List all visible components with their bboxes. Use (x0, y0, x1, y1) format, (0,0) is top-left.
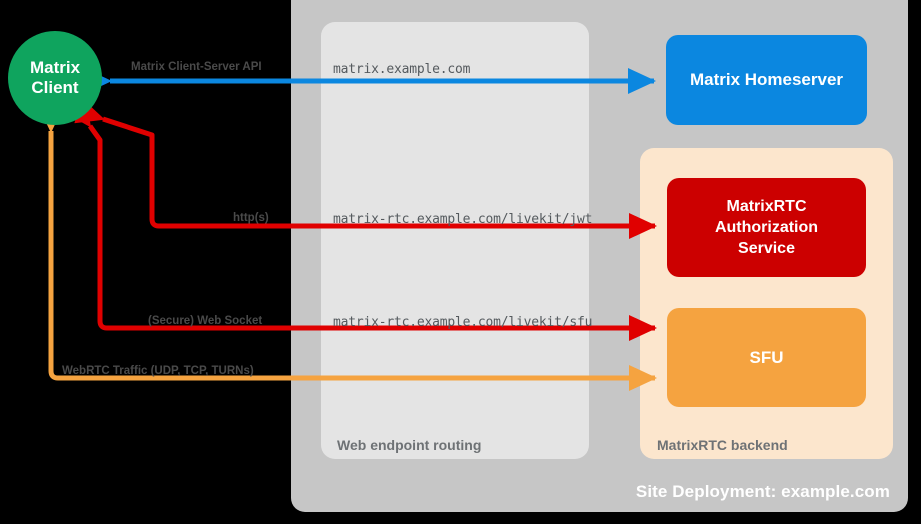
node-matrix-client[interactable]: Matrix Client (8, 31, 102, 125)
node-matrix-homeserver[interactable]: Matrix Homeserver (666, 35, 867, 125)
site-deployment-label: Site Deployment: example.com (635, 482, 890, 501)
matrix-client-line2: Client (31, 78, 79, 97)
edge-label-webrtc-traffic: WebRTC Traffic (UDP, TCP, TURNs) (62, 365, 254, 377)
auth-service-line3: Service (738, 240, 795, 258)
url-matrix-example-com: matrix.example.com (333, 62, 471, 77)
url-livekit-jwt: matrix-rtc.example.com/livekit/jwt (333, 212, 593, 227)
edge-label-http: http(s) (233, 212, 269, 224)
matrix-homeserver-label: Matrix Homeserver (689, 70, 844, 89)
web-endpoint-routing-label: Web endpoint routing (337, 437, 482, 453)
node-authorization-service[interactable]: MatrixRTC Authorization Service (667, 178, 866, 277)
edge-label-client-server-api: Matrix Client-Server API (131, 61, 262, 73)
node-sfu[interactable]: SFU (667, 308, 866, 407)
edge-label-websocket: (Secure) Web Socket (148, 315, 263, 327)
url-livekit-sfu: matrix-rtc.example.com/livekit/sfu (333, 315, 593, 330)
auth-service-line2: Authorization (714, 218, 819, 236)
auth-service-line1: MatrixRTC (726, 197, 807, 215)
matrixrtc-backend-label: MatrixRTC backend (657, 437, 788, 453)
sfu-label: SFU (749, 347, 784, 367)
matrix-client-line1: Matrix (29, 58, 81, 78)
web-endpoint-routing-panel (321, 22, 589, 459)
